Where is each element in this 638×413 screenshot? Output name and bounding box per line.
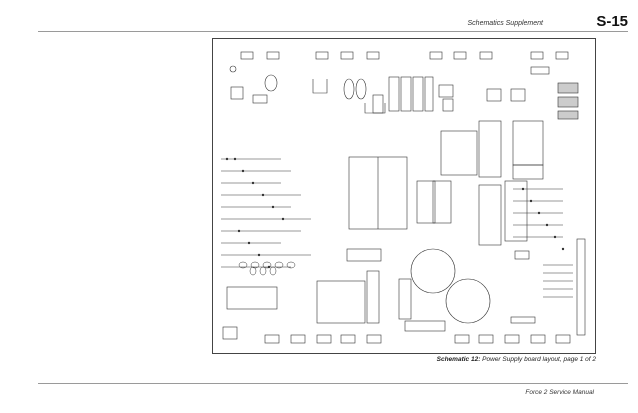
pcb-layout-svg (221, 51, 586, 344)
footer-rule (38, 383, 628, 384)
figure-caption: Schematic 12: Power Supply board layout,… (437, 356, 596, 363)
section-title: Schematics Supplement (467, 20, 543, 27)
board-layout-drawing (212, 38, 596, 354)
manual-title: Force 2 Service Manual (525, 389, 594, 396)
header-rule (38, 31, 628, 32)
caption-text: Power Supply board layout, page 1 of 2 (482, 356, 596, 363)
caption-label: Schematic 12: (436, 356, 481, 363)
page-number: S-15 (596, 13, 628, 30)
